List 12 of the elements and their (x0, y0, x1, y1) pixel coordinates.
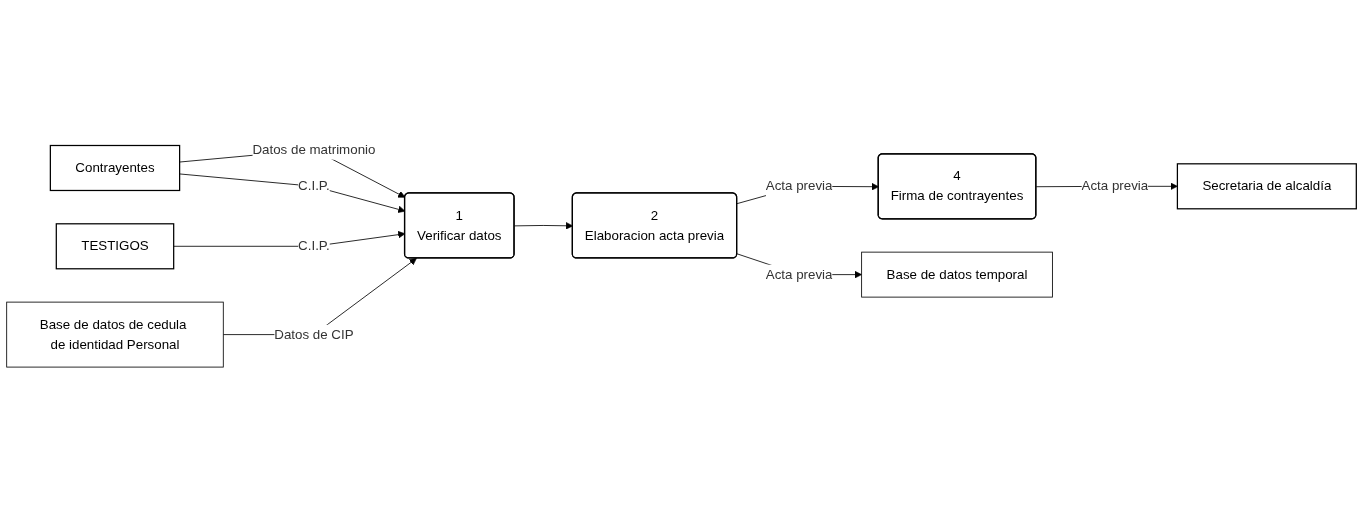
edge-label: Acta previa (1081, 178, 1149, 194)
edge-label: Acta previa (765, 267, 833, 282)
edge-label: Acta previa (765, 178, 833, 194)
node-box: Base de datos temporal (861, 251, 1053, 298)
node-box: Base de datos de cedula de identidad Personal (6, 301, 224, 368)
edge-label: C.I.P. (298, 238, 330, 254)
edge-label: Datos de matrimonio (252, 142, 376, 157)
node-box: TESTIGOS (55, 223, 175, 270)
edge-label: Datos de CIP (274, 327, 354, 342)
node-box: Contrayentes (49, 145, 181, 192)
node-box: Secretaria de alcaldía (1176, 163, 1357, 210)
edge-label: C.I.P. (298, 178, 330, 194)
